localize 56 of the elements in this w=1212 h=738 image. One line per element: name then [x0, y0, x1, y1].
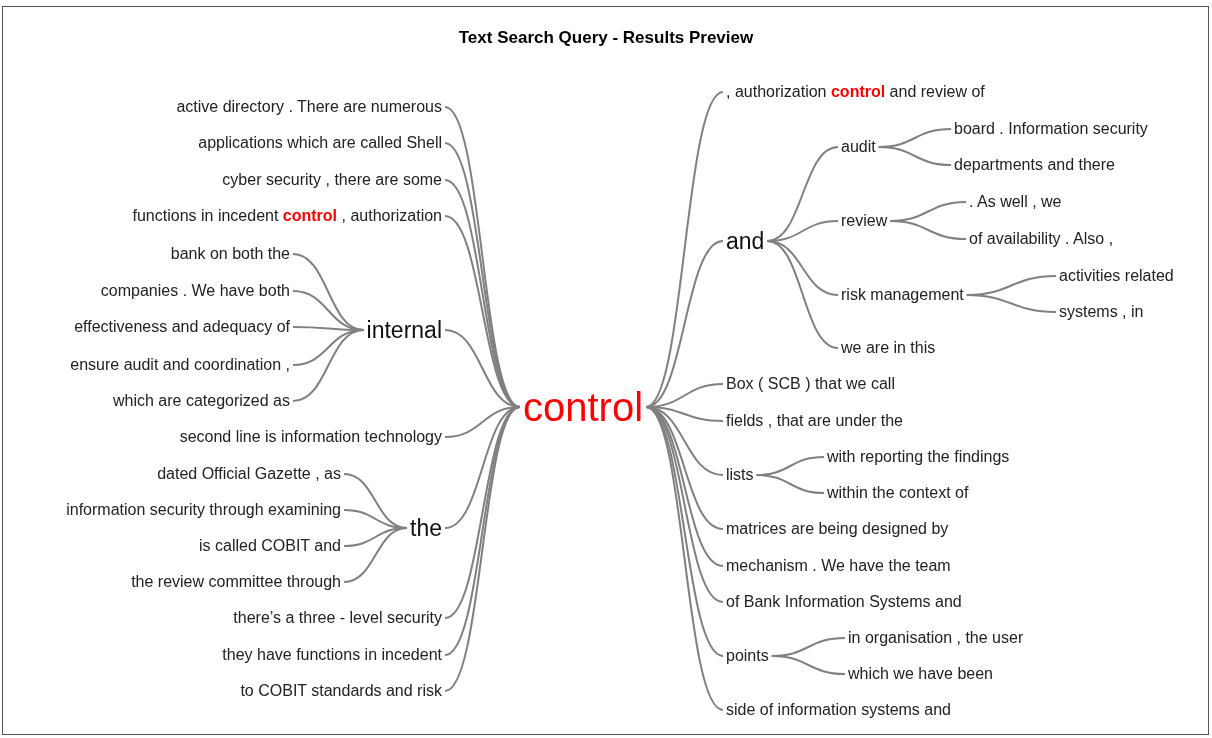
branch-line: [292, 329, 365, 402]
phrase-text: there’s a three - level security: [230, 608, 445, 628]
phrase-text: dated Official Gazette , as: [154, 464, 344, 484]
branch-word: internal: [363, 316, 445, 344]
phrase-text: functions in incedent control , authorization: [129, 206, 445, 226]
phrase-text: companies . We have both: [97, 281, 293, 301]
phrase-text: points: [723, 646, 772, 666]
phrase-text: mechanism . We have the team: [723, 556, 954, 576]
phrase-text: systems , in: [1056, 302, 1147, 322]
phrase-text: with reporting the findings: [824, 447, 1013, 467]
phrase-text: we are in this: [838, 338, 939, 358]
branch-line: [645, 406, 724, 657]
branch-line: [965, 294, 1057, 313]
phrase-text: activities related: [1056, 266, 1177, 286]
branch-line: [889, 220, 967, 240]
phrase-text: . As well , we: [966, 192, 1065, 212]
phrase-text: which we have been: [845, 664, 996, 684]
phrase-text: which are categorized as: [110, 391, 293, 411]
phrase-text: is called COBIT and: [196, 536, 344, 556]
chart-title: Text Search Query - Results Preview: [458, 28, 754, 47]
branch-line: [755, 474, 825, 494]
phrase-text: , authorization control and review of: [723, 82, 988, 102]
phrase-text: bank on both the: [167, 244, 293, 264]
phrase-text: to COBIT standards and risk: [237, 681, 445, 701]
branch-line: [645, 91, 724, 408]
branch-line: [770, 655, 846, 675]
phrase-text: second line is information technology: [176, 427, 445, 447]
phrase-text: audit: [838, 137, 879, 157]
root-word: control: [519, 385, 647, 429]
branch-word: and: [723, 227, 768, 255]
branch-word: the: [407, 514, 445, 542]
phrase-text: cyber security , there are some: [219, 170, 445, 190]
branch-line: [343, 527, 408, 583]
branch-line: [877, 146, 952, 166]
phrase-text: board . Information security: [951, 119, 1151, 139]
phrase-text: information security through examining: [63, 500, 344, 520]
branch-line: [645, 406, 724, 711]
phrase-text: within the context of: [824, 483, 972, 503]
phrase-text: departments and there: [951, 155, 1118, 175]
phrase-text: of Bank Information Systems and: [723, 592, 965, 612]
phrase-text: ensure audit and coordination ,: [67, 355, 293, 375]
phrase-text: active directory . There are numerous: [173, 97, 445, 117]
phrase-text: applications which are called Shell: [195, 133, 445, 153]
phrase-text: matrices are being designed by: [723, 519, 952, 539]
phrase-text: the review committee through: [128, 572, 344, 592]
phrase-text: effectiveness and adequacy of: [71, 317, 293, 337]
phrase-text: lists: [723, 465, 757, 485]
phrase-text: review: [838, 211, 891, 231]
branch-line: [766, 240, 839, 349]
phrase-text: fields , that are under the: [723, 411, 906, 431]
phrase-text: in organisation , the user: [845, 628, 1027, 648]
phrase-text: Box ( SCB ) that we call: [723, 374, 898, 394]
phrase-text: risk management: [838, 285, 967, 305]
phrase-text: side of information systems and: [723, 700, 954, 720]
phrase-text: they have functions in incedent: [219, 645, 445, 665]
phrase-text: of availability . Also ,: [966, 229, 1117, 249]
